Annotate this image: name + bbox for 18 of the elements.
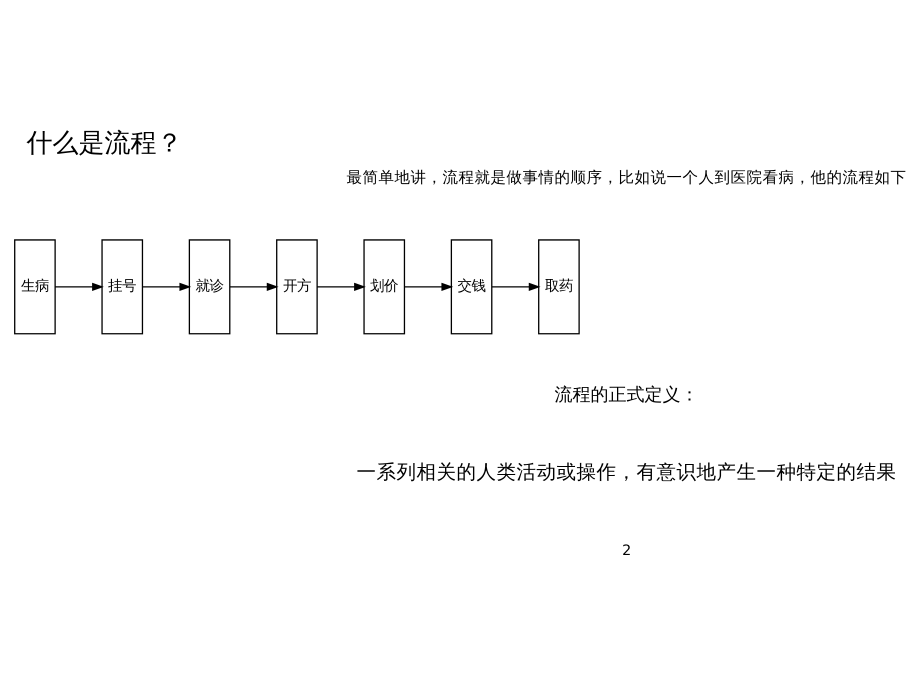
arrow (142, 282, 191, 290)
arrow (492, 282, 540, 290)
label: 2 (622, 542, 631, 559)
arrow (230, 282, 278, 290)
diagram-title: 什么是流程？ (26, 128, 182, 158)
node-box: 就诊 (188, 238, 230, 334)
arrow (316, 282, 366, 290)
arrow (404, 282, 453, 290)
node-box: 挂号 (100, 238, 143, 334)
arrow (54, 282, 104, 290)
node-box: 取药 (538, 238, 580, 334)
label: 一系列相关的人类活动或操作，有意识地产生一种特定的结果 (356, 460, 896, 483)
node-box: 划价 (362, 238, 405, 334)
node-box: 开方 (276, 238, 318, 334)
label: 流程的正式定义： (554, 384, 698, 406)
node-box: 生病 (14, 238, 56, 334)
node-box: 交钱 (450, 238, 492, 334)
label: 最简单地讲，流程就是做事情的顺序，比如说一个人到医院看病，他的流程如下 (346, 167, 906, 186)
